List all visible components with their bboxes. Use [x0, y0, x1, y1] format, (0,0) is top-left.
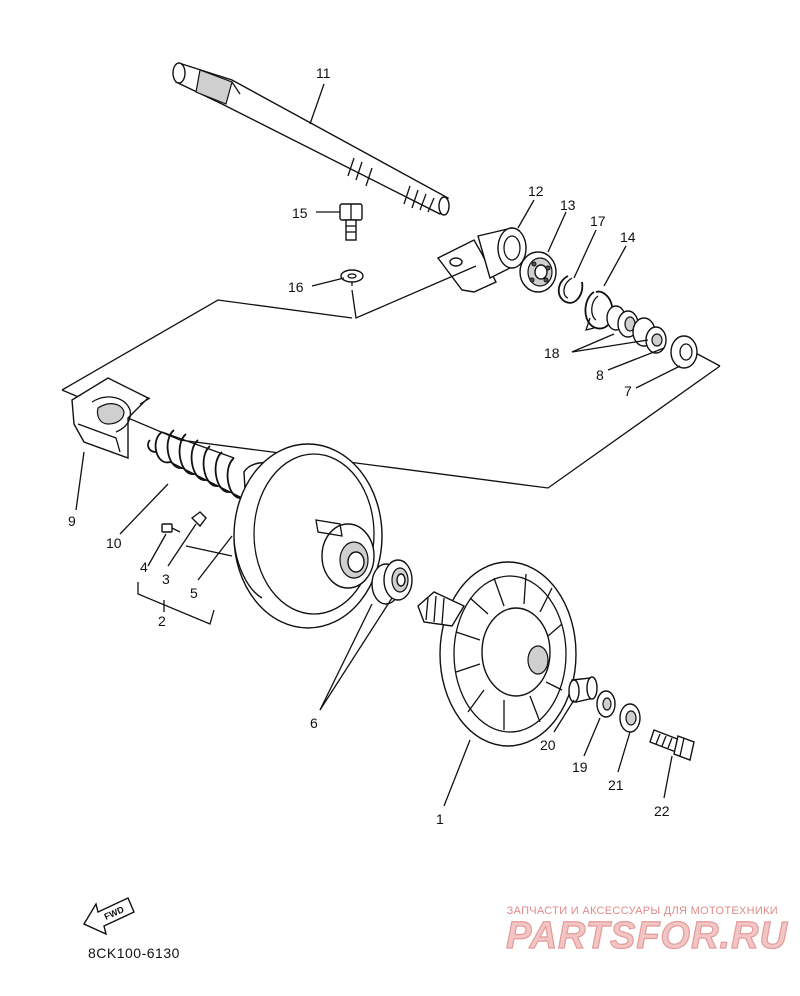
label-part-16: 16: [288, 279, 304, 295]
label-part-22: 22: [654, 803, 670, 819]
fixed-sheave-part-1: [417, 561, 577, 747]
label-part-14: 14: [620, 229, 636, 245]
label-part-2: 2: [158, 613, 166, 629]
label-part-19: 19: [572, 759, 588, 775]
fwd-arrow: FWD: [82, 897, 135, 936]
bearing-part-13: [519, 251, 557, 293]
label-part-10: 10: [106, 535, 122, 551]
label-part-1: 1: [436, 811, 444, 827]
label-part-5: 5: [190, 585, 198, 601]
label-part-17: 17: [590, 213, 606, 229]
movable-sheave-part-5: [233, 443, 383, 629]
screw-part-4: [161, 523, 181, 533]
label-part-11: 11: [316, 65, 331, 81]
label-part-13: 13: [560, 197, 576, 213]
leader-lines: [75, 83, 681, 807]
bolt-part-22: [649, 729, 695, 761]
circlip-part-17: [557, 275, 584, 304]
spider-part-9: [71, 377, 151, 459]
label-part-15: 15: [292, 205, 308, 221]
bolt-part-15: [339, 203, 363, 241]
label-part-3: 3: [162, 571, 170, 587]
label-part-8: 8: [596, 367, 604, 383]
washer-part-21: [619, 703, 641, 733]
watermark-brand: PARTSFOR.RU: [506, 915, 788, 957]
collar-part-20: [568, 676, 598, 703]
label-part-6: 6: [310, 715, 318, 731]
part-labels: 11 15 16 12 13 17 14 18 8 7 9 10 4 3 5 2…: [68, 65, 670, 827]
watermark-tagline: ЗАПЧАСТИ И АКСЕССУАРЫ ДЛЯ МОТОТЕХНИКИ: [507, 905, 778, 917]
washer-part-19: [596, 690, 616, 718]
weight-part-3: [190, 511, 207, 528]
label-part-4: 4: [140, 559, 148, 575]
spring-part-10: [147, 429, 243, 499]
watermark: ЗАПЧАСТИ И АКСЕССУАРЫ ДЛЯ МОТОТЕХНИКИ PA…: [505, 905, 788, 958]
label-part-20: 20: [540, 737, 556, 753]
washer-part-16: [340, 269, 364, 286]
washer-part-7: [670, 335, 698, 369]
label-part-18: 18: [544, 345, 560, 361]
label-part-7: 7: [624, 383, 632, 399]
label-part-21: 21: [608, 777, 624, 793]
bearing-housing-part-12: [436, 227, 527, 293]
label-part-12: 12: [528, 183, 544, 199]
label-part-9: 9: [68, 513, 76, 529]
shaft-part-11: [172, 62, 450, 216]
diagram-code: 8CK100-6130: [88, 945, 180, 961]
spacer-set-part-18: [606, 305, 667, 354]
bushing-part-6: [371, 559, 413, 605]
